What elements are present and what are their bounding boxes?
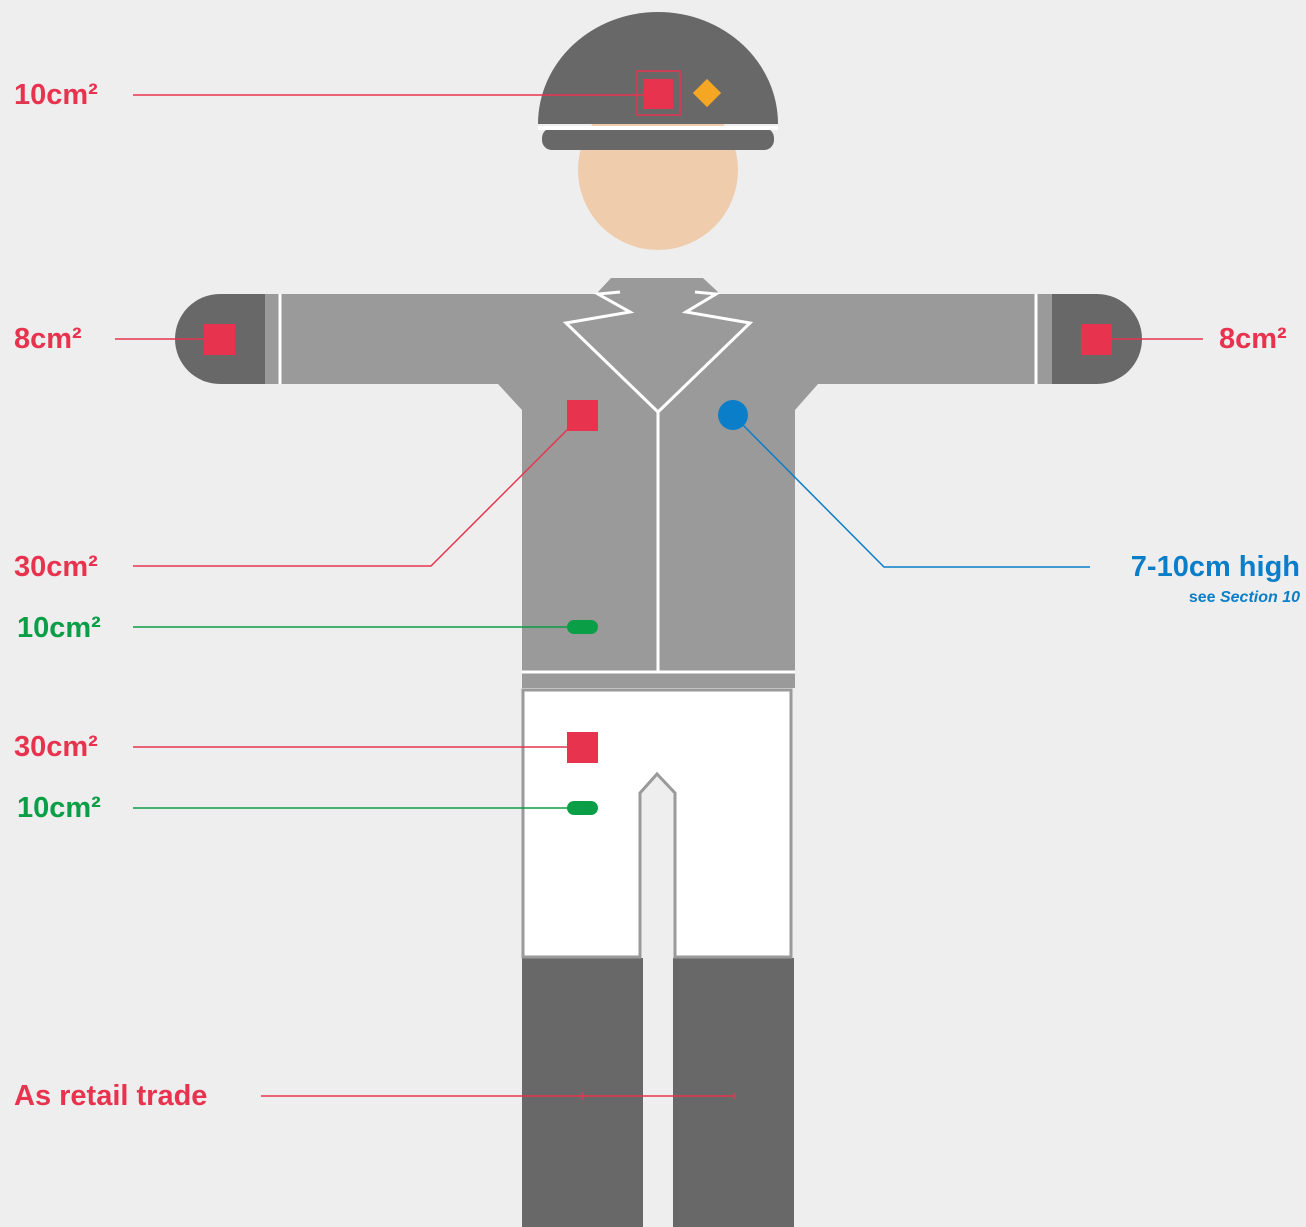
label-see-section: see Section 10 [1189, 590, 1300, 606]
pill-marker-icon [567, 801, 598, 815]
cap-peak [542, 128, 774, 150]
circle-marker-icon [718, 400, 748, 430]
label-breeches-green-size: 10cm² [17, 794, 101, 823]
leader-jacket-chest [133, 415, 582, 566]
label-jacket-green-size: 10cm² [17, 614, 101, 643]
label-jacket-chest-size: 30cm² [14, 553, 98, 582]
label-boots: As retail trade [14, 1082, 207, 1111]
square-marker-icon [204, 324, 235, 355]
breeches [523, 690, 791, 957]
pill-marker-icon [567, 620, 598, 634]
label-breeches-red-size: 30cm² [14, 733, 98, 762]
section-reference: Section 10 [1220, 589, 1300, 606]
label-left-sleeve-size: 8cm² [14, 325, 82, 354]
square-marker-icon [567, 732, 598, 763]
label-right-sleeve-size: 8cm² [1219, 325, 1287, 354]
square-marker-icon [567, 400, 598, 431]
square-marker-icon [1081, 324, 1112, 355]
label-number-height: 7-10cm high [1131, 553, 1300, 582]
square-marker-icon [643, 79, 673, 109]
see-prefix: see [1189, 589, 1220, 606]
right-boot [673, 958, 794, 1227]
label-cap-size: 10cm² [14, 81, 98, 110]
